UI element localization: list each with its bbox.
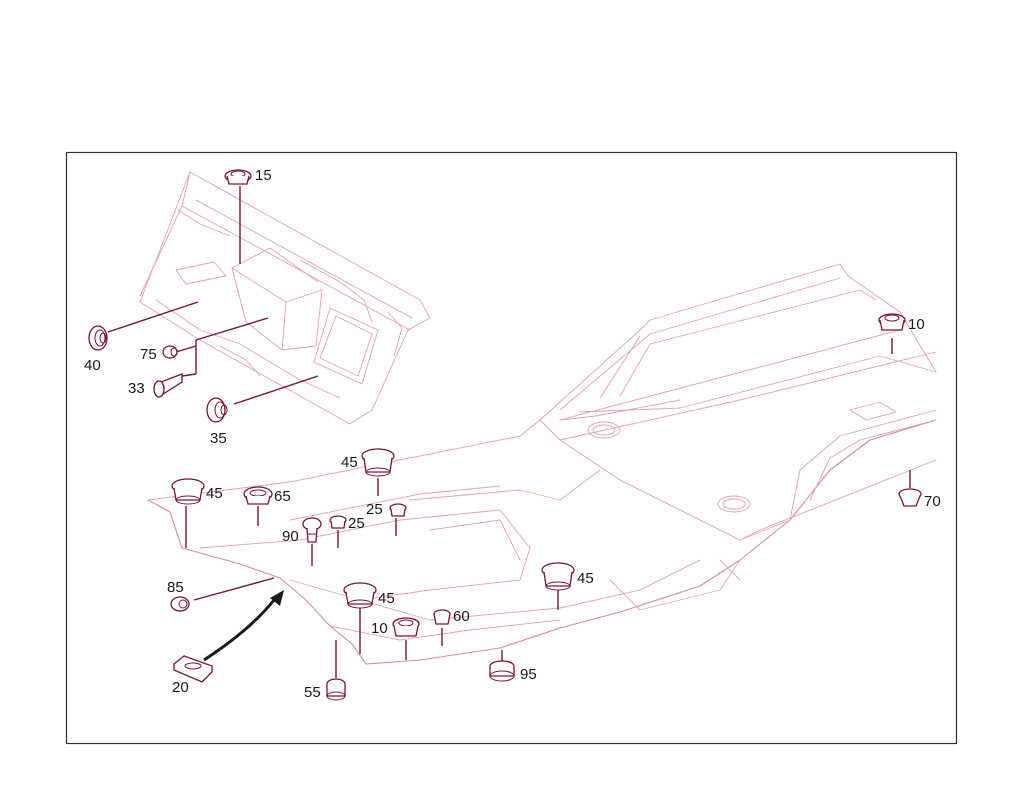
callout-25-right: 25 [366,501,383,518]
callout-70: 70 [924,493,941,510]
callout-labels: 15 10 40 75 33 35 45 45 65 25 25 90 70 8… [84,167,941,701]
callout-90: 90 [282,528,299,545]
callout-10-top: 10 [908,316,925,333]
grommet-15 [224,169,252,185]
callout-25-left: 25 [348,515,365,532]
plug-45-middle [541,562,575,591]
grommet-65 [243,486,273,505]
plug-55 [326,678,346,701]
callout-40: 40 [84,357,101,374]
firewall-bulkhead [139,171,431,425]
grommet-10-lower [392,617,420,637]
callout-10-lower: 10 [371,620,388,637]
plug-45-left [171,478,205,505]
callout-33: 33 [128,380,145,397]
grommet-35 [206,397,228,423]
callout-55: 55 [304,684,321,701]
plug-33 [153,373,183,398]
callout-95: 95 [520,666,537,683]
callout-75: 75 [140,346,157,363]
install-arrow [203,590,284,662]
plug-45-lower [343,582,377,609]
grommet-10-top [878,313,906,331]
callout-45-middle: 45 [577,570,594,587]
callout-45-upper: 45 [341,454,358,471]
plug-45-upper [361,448,395,477]
callout-45-lower: 45 [378,590,395,607]
callout-15: 15 [255,167,272,184]
callout-65: 65 [274,488,291,505]
grommet-70 [898,488,922,507]
leader-lines [107,186,911,678]
callout-45-left: 45 [206,485,223,502]
callout-60: 60 [453,608,470,625]
callout-85: 85 [167,579,184,596]
plug-75 [162,345,178,359]
floor-pan [147,263,937,665]
callout-20: 20 [172,679,189,696]
grommet-40 [88,325,108,351]
seal-20 [172,655,214,683]
callout-35: 35 [210,430,227,447]
clip-90 [302,517,322,543]
diagram-frame [65,151,958,745]
grommet-95 [489,660,515,682]
grommet-25-left [329,515,347,529]
plug-60 [433,609,451,625]
grommet-25-right [389,503,407,517]
plug-85 [170,596,190,612]
